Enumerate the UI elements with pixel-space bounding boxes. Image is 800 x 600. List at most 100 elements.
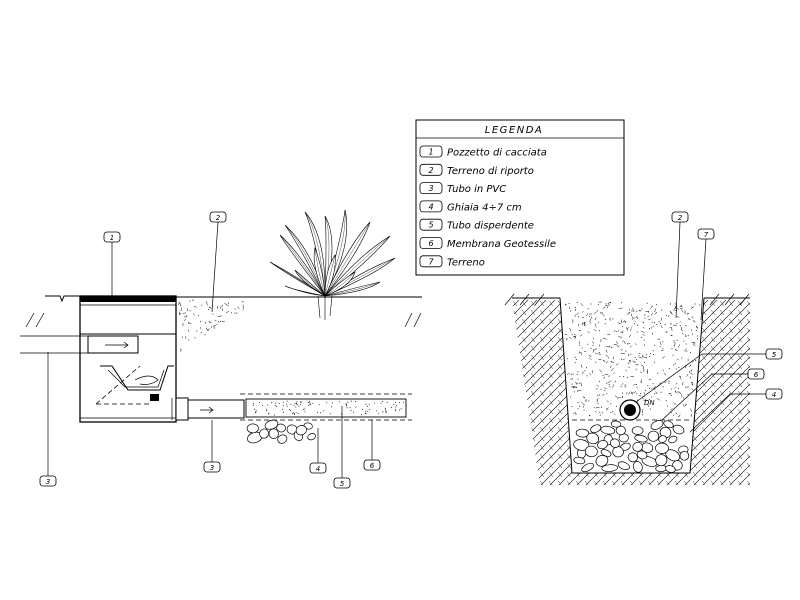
soil-mark xyxy=(650,312,654,316)
outlet-pipe xyxy=(187,399,245,419)
soil-mark xyxy=(579,334,583,337)
pipe-perforation xyxy=(286,400,288,402)
soil-mark xyxy=(660,349,664,352)
pipe-perforation xyxy=(294,402,296,404)
soil-mark xyxy=(659,345,661,348)
pipe-perforation xyxy=(345,404,347,406)
soil-mark xyxy=(636,331,639,334)
svg-text:5: 5 xyxy=(772,351,777,359)
soil-dot xyxy=(601,312,603,314)
pipe-perforation xyxy=(304,408,306,410)
soil-mark xyxy=(626,327,628,331)
soil-mark xyxy=(651,387,653,390)
soil-dot xyxy=(576,302,578,303)
pipe-perforation xyxy=(385,411,387,413)
soil-mark xyxy=(180,348,182,351)
soil-dot xyxy=(642,370,644,372)
soil-mark xyxy=(674,391,678,394)
leader-5-right xyxy=(635,353,766,403)
soil-dot xyxy=(597,403,599,405)
soil-dot xyxy=(208,308,210,310)
gravel-stone xyxy=(617,461,630,470)
soil-dot xyxy=(654,392,656,394)
soil-dot xyxy=(180,350,182,352)
gravel-stone xyxy=(632,441,643,452)
soil-mark xyxy=(631,326,633,328)
soil-dot xyxy=(586,367,587,369)
soil-dot xyxy=(625,321,627,323)
soil-mark xyxy=(638,357,643,359)
pipe-perforation xyxy=(262,404,264,406)
pipe-perforation xyxy=(296,403,297,405)
legend-number: 5 xyxy=(428,221,433,230)
soil-mark xyxy=(673,307,676,311)
pipe-perforation xyxy=(309,402,311,404)
soil-dot xyxy=(647,316,649,317)
pipe-perforation xyxy=(278,403,280,404)
soil-dot xyxy=(619,376,621,377)
soil-dot xyxy=(682,404,684,406)
gravel-stone xyxy=(668,435,678,444)
soil-dot xyxy=(610,403,612,405)
soil-dot xyxy=(577,402,579,403)
soil-dot xyxy=(573,413,575,415)
soil-dot xyxy=(574,356,576,358)
soil-mark xyxy=(631,317,635,320)
soil-dot xyxy=(650,327,652,329)
soil-dot xyxy=(632,316,634,318)
soil-mark xyxy=(606,354,608,357)
pipe-perforation xyxy=(295,412,297,414)
pipe-perforation xyxy=(300,403,302,405)
soil-dot xyxy=(189,310,191,312)
section-right: DN xyxy=(504,221,766,485)
soil-dot xyxy=(688,318,689,320)
soil-dot xyxy=(677,358,679,360)
soil-mark xyxy=(630,345,632,348)
soil-mark xyxy=(621,348,623,351)
siphon-dashed xyxy=(95,365,150,405)
soil-dot xyxy=(623,376,625,378)
pipe-perforation xyxy=(319,412,321,414)
gravel-stone xyxy=(615,425,626,436)
pipe-perforation xyxy=(266,408,268,410)
pipe-perforation xyxy=(297,412,299,414)
soil-dot xyxy=(587,308,589,310)
soil-mark xyxy=(679,307,683,310)
pipe-perforation xyxy=(331,406,332,408)
plant-leaf-vein xyxy=(294,269,326,297)
legend-number: 7 xyxy=(428,257,434,266)
soil-mark xyxy=(575,411,577,415)
soil-dot xyxy=(649,328,650,330)
soil-mark xyxy=(566,338,568,340)
soil-mark xyxy=(621,383,624,385)
soil-dot xyxy=(671,348,673,349)
leader-4-right xyxy=(689,393,766,433)
gravel-stone xyxy=(655,442,669,454)
soil-dot xyxy=(599,411,601,413)
soil-dot xyxy=(627,362,629,364)
soil-mark xyxy=(601,394,605,396)
pipe-perforation xyxy=(265,410,267,412)
soil-mark xyxy=(646,370,649,374)
soil-dot xyxy=(641,414,643,416)
soil-mark xyxy=(598,344,600,347)
pipe-perforation xyxy=(282,401,284,403)
soil-mark xyxy=(690,413,693,417)
tag-3-in: 3 xyxy=(39,475,57,487)
soil-dot xyxy=(234,312,236,314)
soil-dot xyxy=(625,350,627,352)
gravel-stone xyxy=(595,455,609,467)
soil-mark xyxy=(642,327,645,329)
soil-dot xyxy=(675,412,677,414)
soil-dot xyxy=(588,400,590,402)
soil-mark xyxy=(679,414,681,417)
soil-dot xyxy=(659,382,661,384)
soil-dot xyxy=(636,310,638,312)
soil-mark xyxy=(645,310,649,313)
soil-mark xyxy=(618,307,623,310)
soil-mark xyxy=(242,309,244,311)
soil-dot xyxy=(665,400,667,402)
soil-dot xyxy=(622,392,623,394)
pipe-perforation xyxy=(395,404,397,406)
